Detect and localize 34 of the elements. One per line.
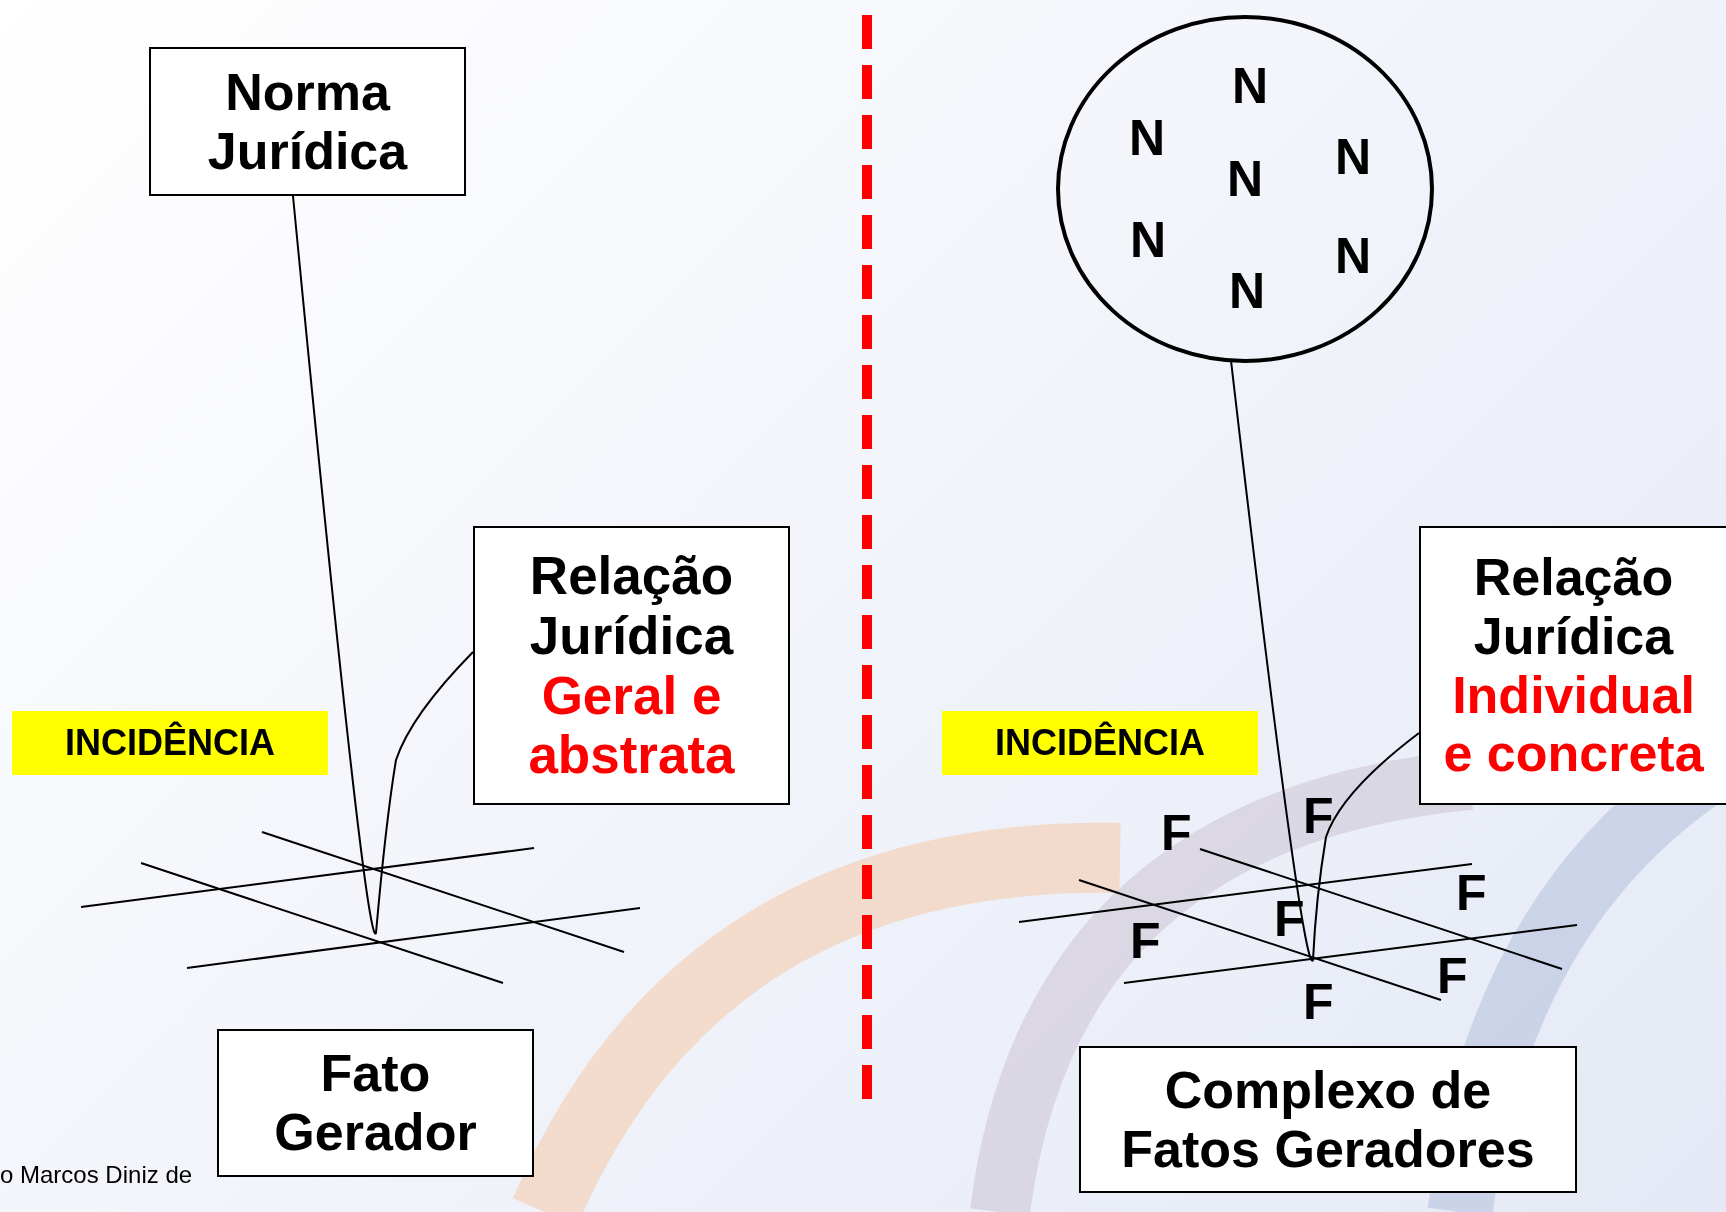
fact-letter: F <box>1303 977 1334 1027</box>
box-title: INCIDÊNCIA <box>65 722 275 764</box>
incidence-curve <box>1230 359 1420 961</box>
title-box <box>149 47 466 196</box>
norm-letter: N <box>1232 61 1269 111</box>
relation-type-text: Geral e abstrata <box>527 665 736 786</box>
norm-letter: N <box>1129 113 1166 163</box>
norm-letter: N <box>1229 266 1266 316</box>
norm-letter: N <box>1335 231 1372 281</box>
box-title: Relação Jurídica <box>1472 548 1675 666</box>
title-box <box>1079 1046 1577 1193</box>
box-title: Relação Jurídica <box>528 545 735 666</box>
norm-letter: N <box>1130 215 1167 265</box>
highlight-band <box>942 711 1258 775</box>
box-title: Norma Jurídica <box>206 62 409 181</box>
norm-circle <box>1056 15 1434 363</box>
incidence-curve <box>292 195 474 934</box>
highlight-band <box>12 711 328 775</box>
norm-letter: N <box>1227 154 1264 204</box>
relation-box <box>1419 526 1726 805</box>
fact-letter: F <box>1456 868 1487 918</box>
author-credit: o Marcos Diniz de <box>0 1163 193 1187</box>
box-title: Complexo de Fatos Geradores <box>1120 1060 1536 1179</box>
relation-type-text: Individual e concreta <box>1442 665 1705 783</box>
fact-letter: F <box>1130 916 1161 966</box>
fact-letter: F <box>1274 894 1305 944</box>
box-title: INCIDÊNCIA <box>995 722 1205 764</box>
box-title: Fato Gerador <box>273 1044 478 1162</box>
relation-box <box>473 526 790 805</box>
fact-letter: F <box>1437 951 1468 1001</box>
fact-letter: F <box>1303 791 1334 841</box>
norm-letter: N <box>1335 132 1372 182</box>
title-box <box>217 1029 534 1177</box>
fact-letter: F <box>1161 808 1192 858</box>
